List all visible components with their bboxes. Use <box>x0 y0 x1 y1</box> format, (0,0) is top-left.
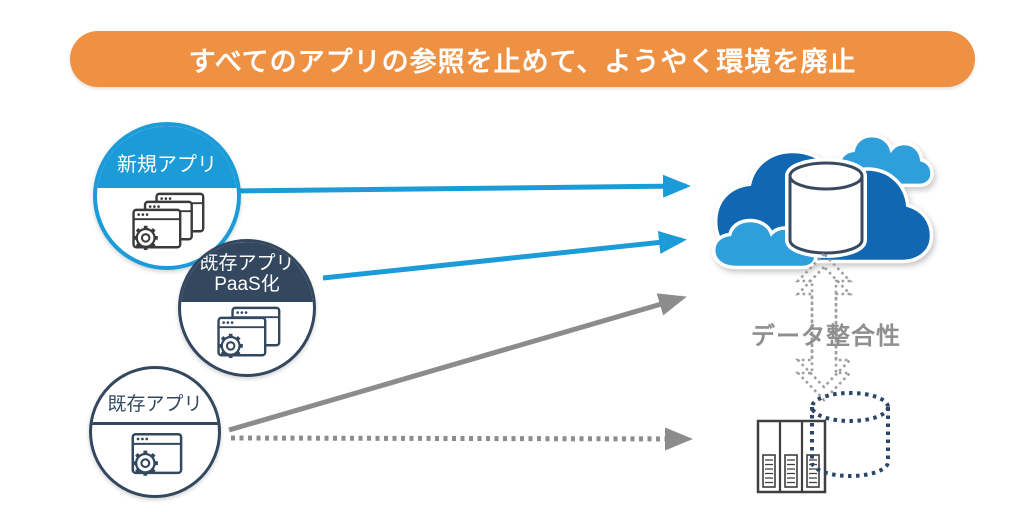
cloud-database-icon <box>714 136 932 268</box>
node-new-app-label: 新規アプリ <box>117 153 217 176</box>
server-rack-icon <box>756 419 827 494</box>
title-banner: すべてのアプリの参照を止めて、ようやく環境を廃止 <box>70 31 975 87</box>
stacked-app-windows-icon <box>131 192 206 252</box>
node-paas-app-label-line1: 既存アプリ <box>199 252 295 274</box>
dotted-double-arrow-icon <box>794 252 854 402</box>
arrow-paas-app-to-cloud <box>322 230 687 281</box>
node-legacy-app-header: 既存アプリ <box>92 369 218 425</box>
node-legacy-app-label: 既存アプリ <box>107 394 203 415</box>
arrow-legacy-app-to-cloud <box>228 293 687 433</box>
data-integrity-label: データ整合性 <box>751 323 901 350</box>
node-legacy-app-body <box>92 425 218 483</box>
stacked-app-windows-icon <box>216 306 282 360</box>
node-paas-app: 既存アプリ PaaS化 <box>178 239 316 377</box>
banner-title: すべてのアプリの参照を止めて、ようやく環境を廃止 <box>188 46 857 77</box>
node-paas-app-body <box>181 302 313 364</box>
arrow-legacy-app-to-onprem-dotted <box>230 427 693 451</box>
app-window-gear-icon <box>130 431 184 478</box>
cloud-db-cylinder-icon <box>785 158 867 258</box>
dotted-database-icon <box>810 391 890 478</box>
node-paas-app-label-line2: PaaS化 <box>214 274 280 295</box>
node-legacy-app: 既存アプリ <box>89 366 221 498</box>
arrow-new-app-to-cloud <box>231 174 691 198</box>
